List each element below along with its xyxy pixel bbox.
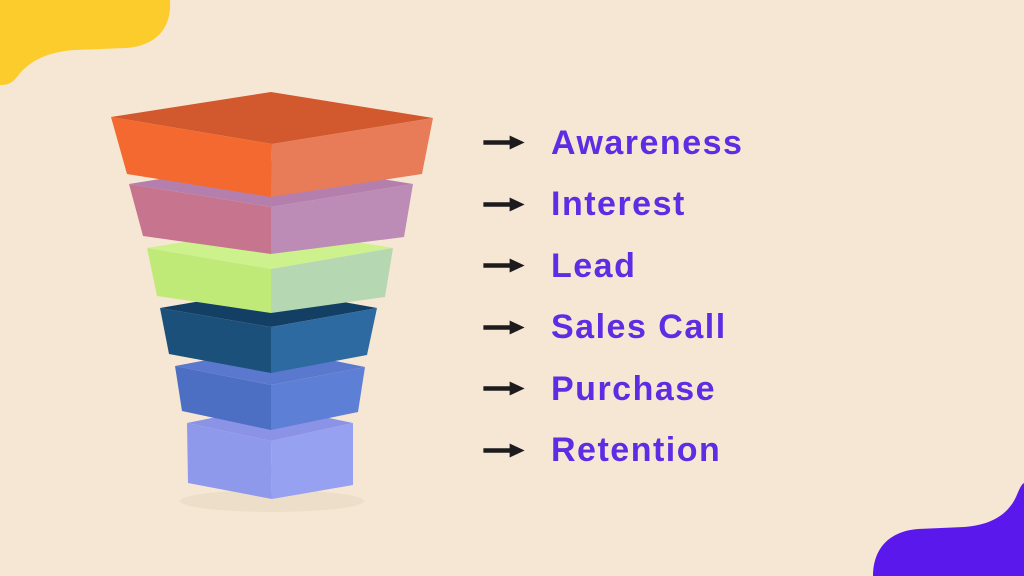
funnel-stage-1-right-face: [271, 118, 433, 197]
stage-row-interest: Interest: [483, 174, 743, 236]
funnel-stage-2-left-face: [129, 184, 271, 254]
arrow-icon: [483, 320, 525, 335]
arrow-icon: [483, 258, 525, 273]
stage-label: Interest: [551, 185, 686, 224]
funnel-stage-3-right-face: [271, 248, 393, 313]
funnel-stage-4-left-face: [160, 308, 271, 373]
stage-row-purchase: Purchase: [483, 358, 743, 420]
arrow-icon: [483, 197, 525, 212]
funnel-stage-2-right-face: [271, 184, 413, 254]
stage-row-lead: Lead: [483, 235, 743, 297]
stage-row-sales-call: Sales Call: [483, 297, 743, 359]
funnel-stage-4-right-face: [271, 308, 377, 373]
funnel-stage-5-right-face: [271, 367, 365, 430]
stage-label: Purchase: [551, 369, 717, 408]
stage-label: Awareness: [551, 123, 744, 162]
arrow-icon: [483, 443, 525, 458]
arrow-icon: [483, 135, 525, 150]
stage-label: Sales Call: [551, 308, 727, 347]
funnel-stage-6-left-face: [187, 423, 272, 499]
stage-label-list: Awareness Interest Lead Sales Call Purch…: [483, 112, 743, 481]
stage-label: Retention: [551, 431, 722, 470]
funnel-stage-1-left-face: [111, 117, 272, 197]
stage-row-awareness: Awareness: [483, 112, 743, 174]
arrow-icon: [483, 381, 525, 396]
funnel-stage-6-right-face: [271, 423, 353, 499]
funnel-drop-shadow: [180, 490, 364, 512]
yellow-corner-blob: [0, 0, 171, 85]
funnel-stage-3-left-face: [147, 248, 271, 313]
funnel-stage-5-left-face: [175, 366, 271, 430]
stage-row-retention: Retention: [483, 420, 743, 482]
purple-corner-blob: [873, 483, 1024, 576]
stage-label: Lead: [551, 246, 637, 285]
